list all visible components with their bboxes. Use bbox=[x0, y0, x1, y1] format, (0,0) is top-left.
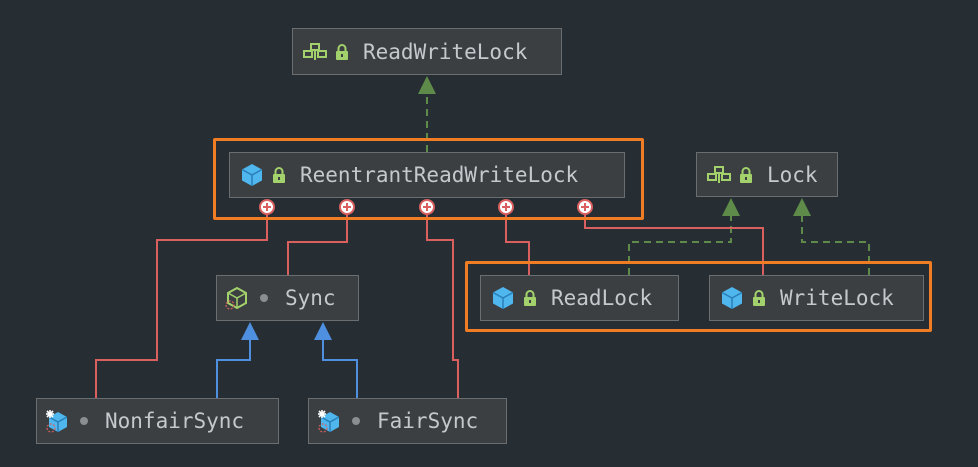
package-visibility-dot-icon bbox=[257, 289, 271, 307]
edge-implements-lock-from-writelock bbox=[801, 214, 870, 275]
arrow-implements-lock-2 bbox=[793, 198, 811, 216]
edge-inner-fairsync bbox=[426, 214, 459, 398]
edges-inner-class bbox=[95, 214, 764, 398]
node-label: ReentrantReadWriteLock bbox=[300, 163, 579, 187]
node-readlock[interactable]: ReadLock bbox=[480, 275, 679, 321]
class-icon bbox=[491, 286, 515, 310]
node-sync[interactable]: Sync bbox=[216, 275, 359, 321]
node-label: NonfairSync bbox=[105, 409, 245, 433]
node-label: WriteLock bbox=[780, 286, 894, 310]
package-visibility-dot-icon bbox=[349, 412, 363, 430]
plus-marker-icon bbox=[339, 199, 355, 215]
node-label: ReadLock bbox=[551, 286, 653, 310]
class-icon bbox=[720, 286, 744, 310]
plus-marker-icon bbox=[259, 199, 275, 215]
edge-inner-nonfairsync bbox=[95, 214, 268, 398]
node-fairsync[interactable]: FairSync bbox=[308, 398, 507, 444]
abstract-class-icon bbox=[225, 286, 249, 310]
highlight-box-locks bbox=[465, 261, 932, 332]
plus-marker-icon bbox=[498, 199, 514, 215]
static-class-icon bbox=[317, 409, 341, 433]
arrow-extends-nonfairsync bbox=[241, 322, 259, 340]
node-lock[interactable]: Lock bbox=[696, 152, 838, 197]
plus-marker-icon bbox=[577, 199, 593, 215]
edge-extends-fairsync bbox=[322, 338, 358, 398]
node-label: Sync bbox=[285, 286, 336, 310]
node-reentrantreadwritelock[interactable]: ReentrantReadWriteLock bbox=[229, 152, 625, 198]
lock-icon bbox=[523, 289, 537, 307]
lock-icon bbox=[335, 43, 349, 61]
edge-inner-sync bbox=[287, 214, 348, 275]
edge-inner-readlock bbox=[505, 214, 530, 275]
plus-marker-icon bbox=[419, 199, 435, 215]
node-readwritelock[interactable]: ReadWriteLock bbox=[292, 28, 562, 75]
node-nonfairsync[interactable]: NonfairSync bbox=[36, 398, 279, 444]
class-icon bbox=[240, 163, 264, 187]
lock-icon bbox=[752, 289, 766, 307]
lock-icon bbox=[739, 166, 753, 184]
package-visibility-dot-icon bbox=[77, 412, 91, 430]
static-class-icon bbox=[45, 409, 69, 433]
arrow-extends-fairsync bbox=[314, 322, 332, 340]
inner-class-markers bbox=[259, 199, 593, 215]
arrow-implements-readwritelock bbox=[418, 76, 436, 94]
interface-icon bbox=[707, 163, 731, 187]
edge-inner-writelock bbox=[584, 214, 764, 275]
lock-icon bbox=[272, 166, 286, 184]
arrow-implements-lock-1 bbox=[722, 198, 740, 216]
edge-extends-nonfairsync bbox=[216, 338, 251, 398]
node-label: ReadWriteLock bbox=[363, 39, 528, 64]
node-writelock[interactable]: WriteLock bbox=[709, 275, 924, 321]
node-label: FairSync bbox=[377, 409, 479, 433]
interface-icon bbox=[303, 40, 327, 64]
highlight-box-reentrant bbox=[213, 138, 644, 220]
node-label: Lock bbox=[767, 162, 818, 187]
